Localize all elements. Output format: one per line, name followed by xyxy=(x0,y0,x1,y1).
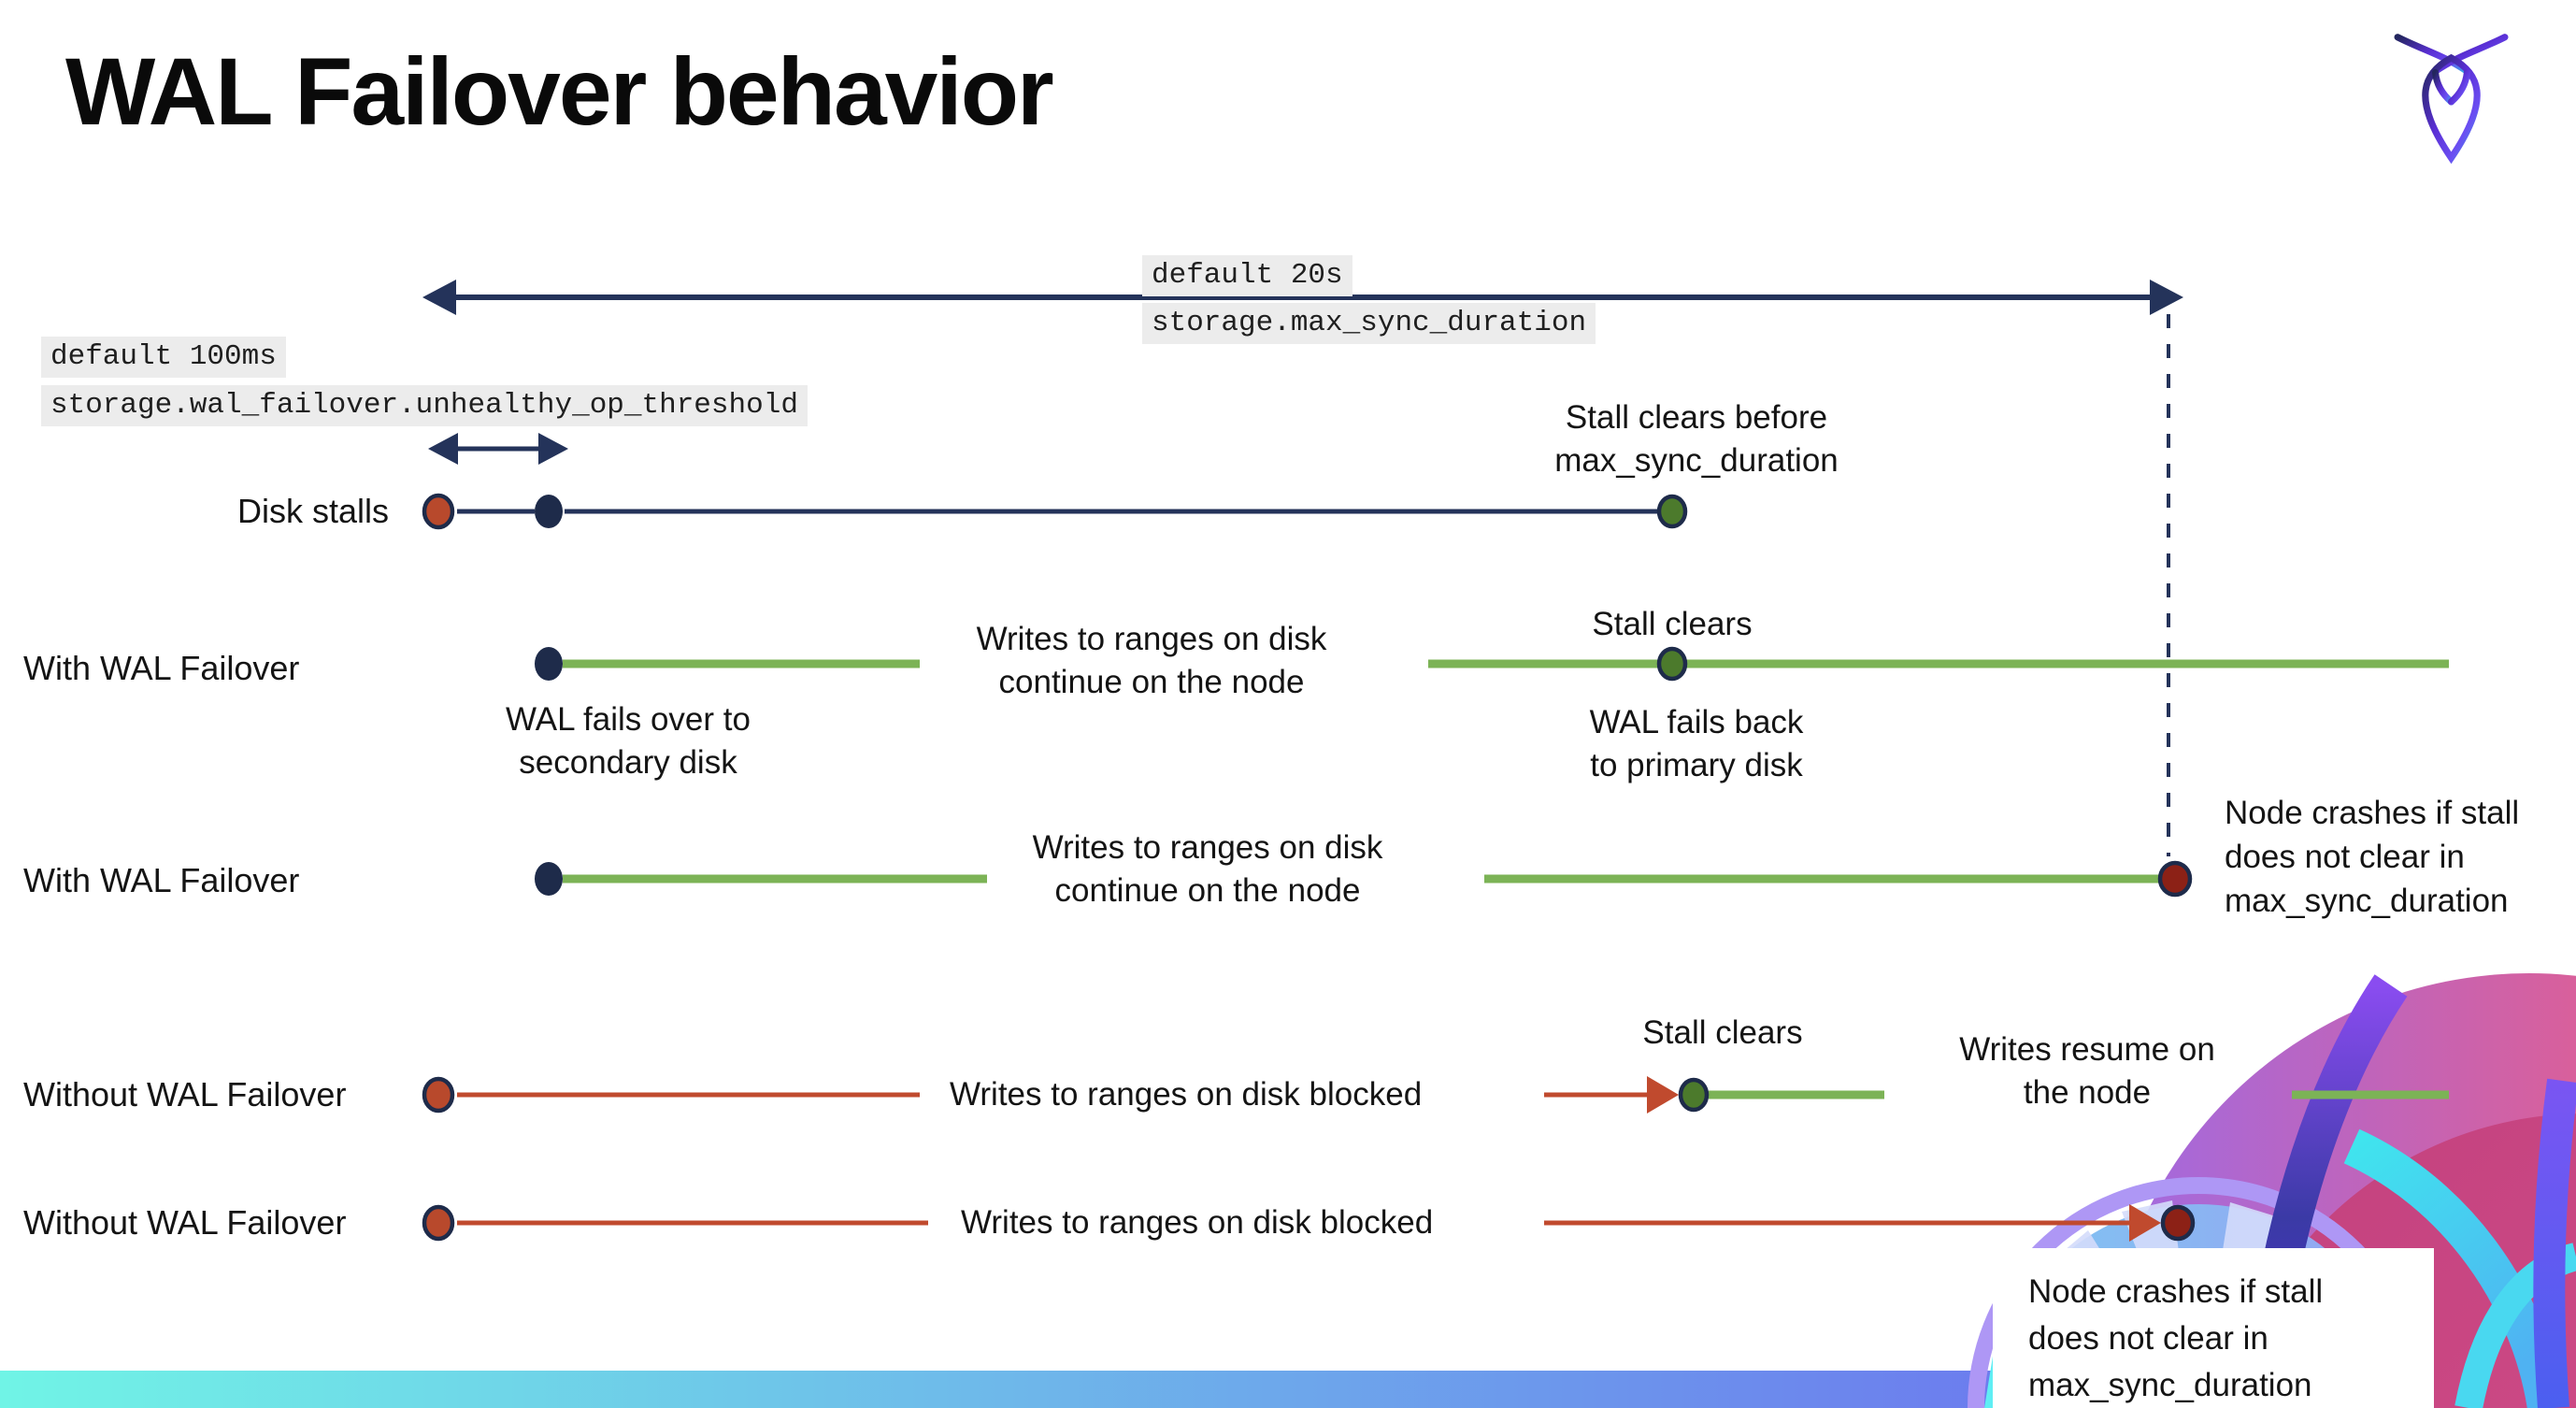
max-sync-setting-name: storage.max_sync_duration xyxy=(1142,303,1596,344)
row5-stall-start-dot xyxy=(422,1204,455,1242)
annotation-writes-continue-row3: Writes to ranges on disk continue on the… xyxy=(1032,829,1383,909)
threshold-setting-name: storage.wal_failover.unhealthy_op_thresh… xyxy=(41,385,808,426)
row3-crash-dot xyxy=(2157,860,2193,898)
row3-label: With WAL Failover xyxy=(23,861,300,899)
row1-stall-clears-dot xyxy=(1656,494,1688,529)
annotation-writes-resume: Writes resume on the node xyxy=(1959,1031,2215,1111)
cockroachdb-logo-icon xyxy=(2394,34,2509,165)
annotation-writes-continue-row2: Writes to ranges on disk continue on the… xyxy=(976,621,1327,700)
art-right-band xyxy=(2533,1078,2576,1408)
arrow-head-right-icon xyxy=(2150,280,2183,315)
annotation-writes-blocked-row4: Writes to ranges on disk blocked xyxy=(950,1076,1423,1113)
arrow-head-left-icon xyxy=(422,280,456,315)
annotation-node-crashes-row3: Node crashes if stall does not clear in … xyxy=(2225,795,2520,919)
page-title: WAL Failover behavior xyxy=(65,38,1054,145)
crash-callout-box: Node crashes if stall does not clear in … xyxy=(1993,1248,2434,1408)
annotation-writes-blocked-row5: Writes to ranges on disk blocked xyxy=(961,1204,1434,1241)
row4-stall-start-dot xyxy=(422,1076,455,1113)
row5-crash-dot xyxy=(2160,1204,2196,1242)
row5-label: Without WAL Failover xyxy=(23,1203,347,1242)
row2-stall-clears-dot xyxy=(1656,646,1688,682)
annotation-wal-fails-over: WAL fails over to secondary disk xyxy=(506,701,751,781)
row1-label: Disk stalls xyxy=(236,492,389,530)
row2-failover-dot xyxy=(535,647,563,681)
threshold-arrow-head-right-icon xyxy=(538,433,568,465)
row1-stall-start-dot xyxy=(422,493,455,530)
annotation-stall-clears-before: Stall clears before max_sync_duration xyxy=(1554,399,1839,479)
row5-red-arrow-head-icon xyxy=(2129,1204,2161,1242)
row1-threshold-dot xyxy=(535,495,563,528)
annotation-node-crashes-row5: Node crashes if stall does not clear in … xyxy=(2028,1273,2324,1403)
row4-stall-clears-dot xyxy=(1678,1077,1710,1113)
annotation-stall-clears-row4: Stall clears xyxy=(1642,1014,1803,1051)
max-sync-default-label: default 20s xyxy=(1142,255,1352,296)
annotation-stall-clears-row2: Stall clears xyxy=(1592,606,1753,642)
row4-label: Without WAL Failover xyxy=(23,1075,347,1113)
annotation-wal-fails-back: WAL fails back to primary disk xyxy=(1589,704,1804,783)
row4-red-arrow-head-icon xyxy=(1647,1076,1679,1113)
threshold-default-label: default 100ms xyxy=(41,337,286,378)
row2-label: With WAL Failover xyxy=(23,649,300,687)
row3-failover-dot xyxy=(535,862,563,896)
threshold-arrow-head-left-icon xyxy=(428,433,458,465)
